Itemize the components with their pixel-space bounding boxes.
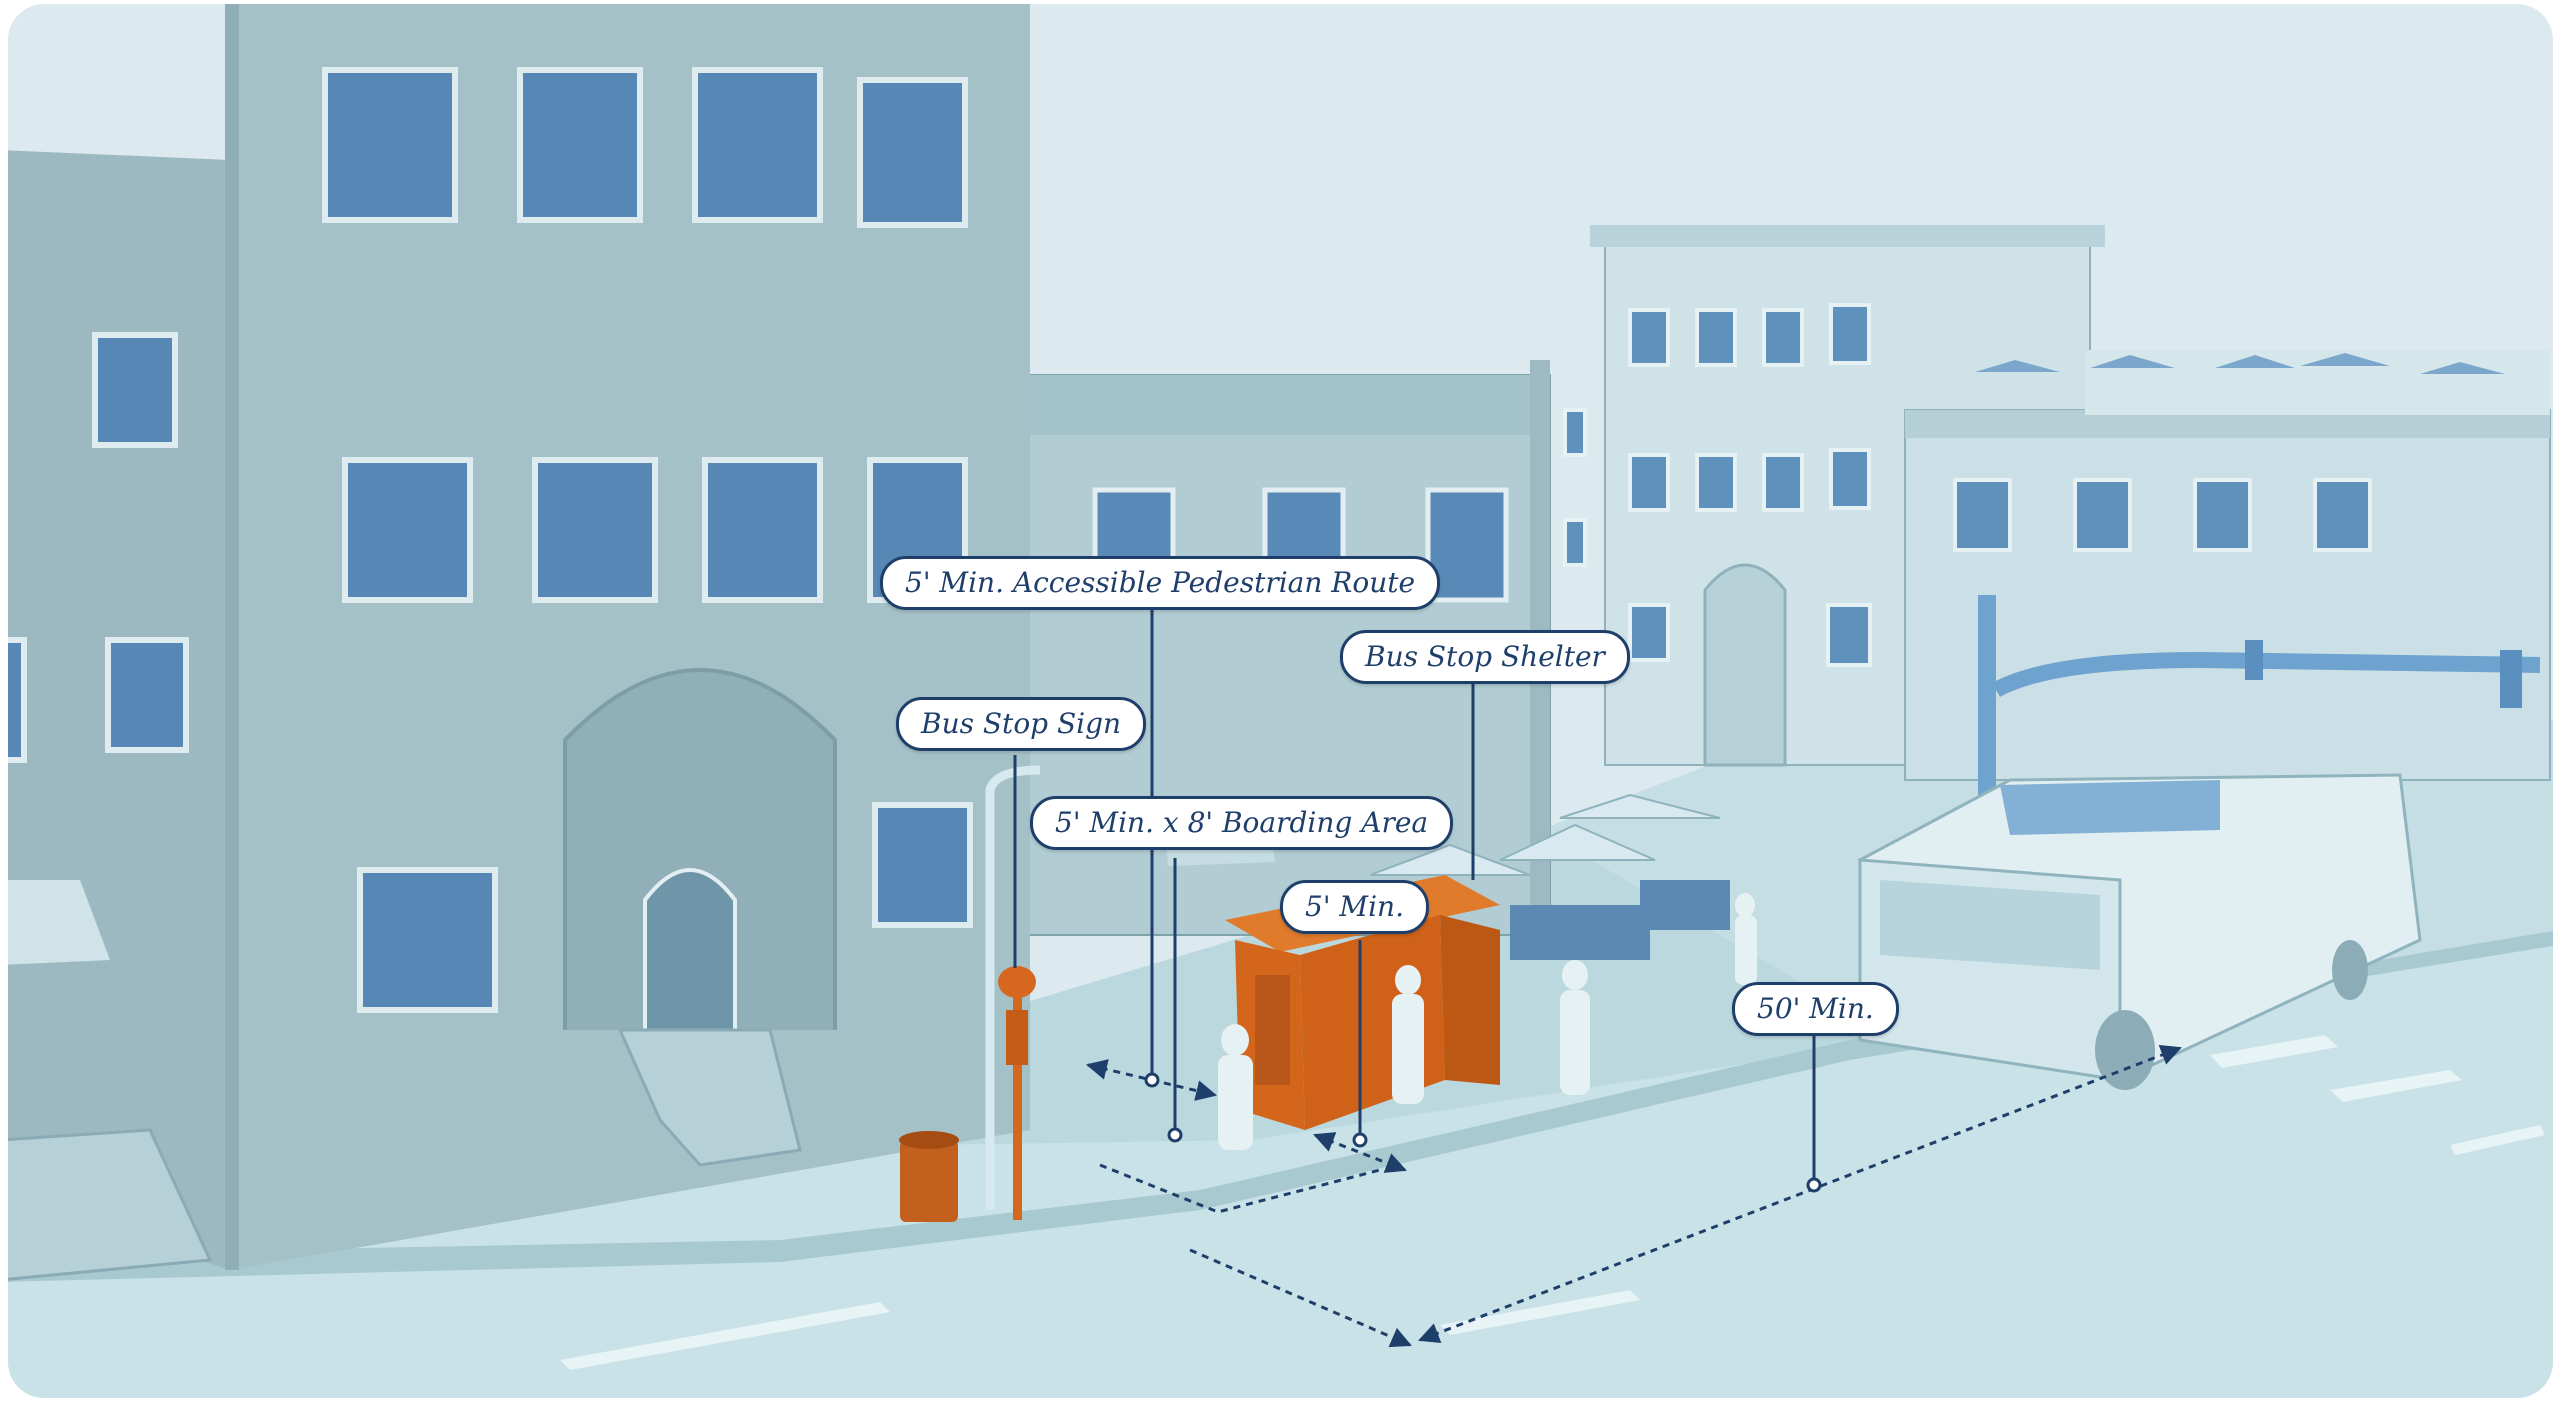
- callout-five-ft-min: 5' Min.: [1280, 880, 1429, 934]
- callout-boarding-area: 5' Min. x 8' Boarding Area: [1030, 796, 1453, 850]
- callout-fifty-ft-min: 50' Min.: [1732, 982, 1899, 1036]
- trash-can: [899, 1131, 959, 1222]
- callout-pedestrian-route: 5' Min. Accessible Pedestrian Route: [880, 556, 1440, 610]
- callout-bus-stop-sign: Bus Stop Sign: [896, 697, 1146, 751]
- callout-bus-stop-shelter: Bus Stop Shelter: [1340, 630, 1630, 684]
- background-arched-door: [1705, 565, 1785, 765]
